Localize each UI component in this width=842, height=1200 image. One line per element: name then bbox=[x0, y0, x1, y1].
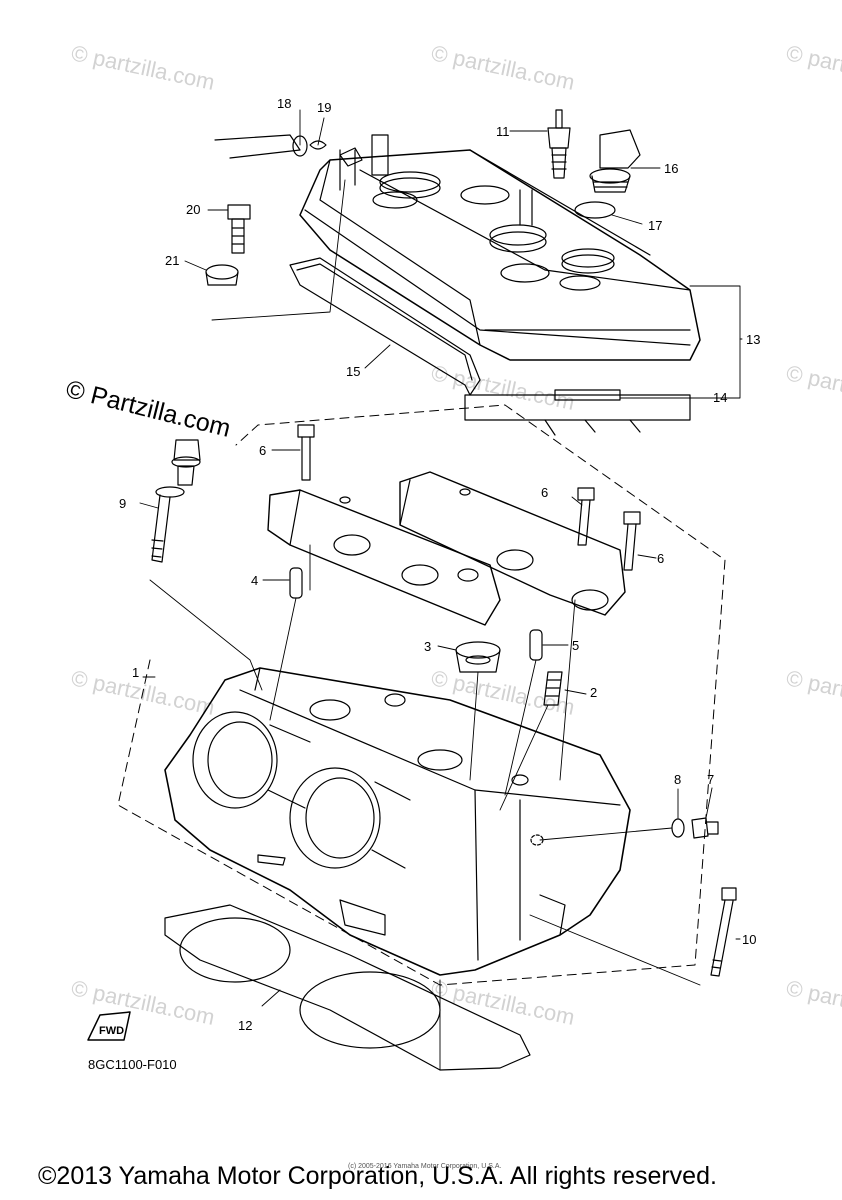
callout-labels: 1 2 3 4 5 6 6 6 7 8 9 10 11 12 13 14 15 … bbox=[119, 96, 760, 1033]
callout-6: 6 bbox=[259, 443, 266, 458]
dowel-pin bbox=[289, 567, 303, 599]
callout-7: 7 bbox=[707, 772, 714, 787]
diagram-code: 8GC1100-F010 bbox=[88, 1057, 177, 1072]
copyright-footer: ©2013 Yamaha Motor Corporation, U.S.A. A… bbox=[38, 1162, 717, 1190]
callout-13: 13 bbox=[746, 332, 760, 347]
callout-21: 21 bbox=[165, 253, 179, 268]
callout-6: 6 bbox=[541, 485, 548, 500]
stud bbox=[543, 671, 563, 706]
long-bolt bbox=[710, 887, 737, 977]
dowel-pin bbox=[529, 629, 543, 661]
forward-direction-icon: FWD bbox=[87, 1011, 131, 1041]
callout-4: 4 bbox=[251, 573, 258, 588]
camshaft-cap-left bbox=[267, 489, 501, 626]
oil-filler-cap bbox=[589, 129, 641, 193]
callout-5: 5 bbox=[572, 638, 579, 653]
callout-2: 2 bbox=[590, 685, 597, 700]
callout-10: 10 bbox=[742, 932, 756, 947]
cap-bolt bbox=[297, 424, 315, 481]
union-bolt bbox=[691, 817, 719, 839]
cylinder-head bbox=[164, 667, 631, 976]
callout-19: 19 bbox=[317, 100, 331, 115]
cylinder-head-cover bbox=[299, 134, 701, 361]
fwd-label: FWD bbox=[99, 1025, 124, 1037]
head-bolt bbox=[151, 439, 201, 563]
callout-8: 8 bbox=[674, 772, 681, 787]
grommet bbox=[205, 264, 239, 286]
callout-18: 18 bbox=[277, 96, 291, 111]
callout-15: 15 bbox=[346, 364, 360, 379]
cover-seal-gasket bbox=[289, 257, 481, 396]
o-ring bbox=[574, 201, 616, 219]
callout-9: 9 bbox=[119, 496, 126, 511]
cylinder-head-gasket bbox=[164, 904, 531, 1071]
reference-outline bbox=[117, 404, 726, 986]
callout-14: 14 bbox=[713, 390, 727, 405]
breather-hose bbox=[214, 134, 363, 167]
tiny-copyright: (c) 2005-2016 Yamaha Motor Corporation, … bbox=[348, 1163, 502, 1170]
cap-bolt bbox=[577, 487, 595, 546]
blind-plug bbox=[455, 641, 501, 673]
callout-3: 3 bbox=[424, 639, 431, 654]
cover-gasket bbox=[464, 389, 691, 436]
callout-16: 16 bbox=[664, 161, 678, 176]
callout-1: 1 bbox=[132, 665, 139, 680]
camshaft-cap-right bbox=[399, 471, 626, 616]
leader-lines bbox=[139, 109, 743, 1071]
washer bbox=[671, 818, 685, 838]
spark-plug bbox=[547, 109, 571, 179]
callout-6: 6 bbox=[657, 551, 664, 566]
cover-bolt bbox=[227, 204, 251, 254]
callout-12: 12 bbox=[238, 1018, 252, 1033]
callout-20: 20 bbox=[186, 202, 200, 217]
cap-bolt bbox=[623, 511, 641, 571]
callout-17: 17 bbox=[648, 218, 662, 233]
callout-11: 11 bbox=[496, 124, 510, 139]
